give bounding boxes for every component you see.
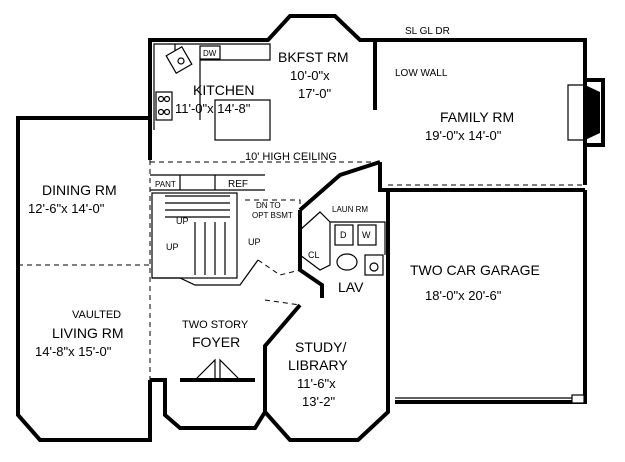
high-ceiling-label: 10' HIGH CEILING	[245, 151, 337, 163]
up-label-2: UP	[166, 242, 179, 252]
dn-to-label: DN TO	[256, 201, 281, 210]
foyer-note: TWO STORY	[182, 319, 249, 331]
garage-dim: 18'-0"x 20'-6"	[425, 288, 502, 303]
kitchen-name: KITCHEN	[193, 82, 254, 98]
study-name1: STUDY/	[295, 339, 346, 355]
dashed-separations	[18, 160, 585, 380]
kitchen-dim: 11'-0"x 14'-8"	[175, 101, 251, 116]
low-wall-label: LOW WALL	[395, 68, 448, 79]
living-name: LIVING RM	[52, 325, 124, 341]
dw-label: DW	[203, 49, 217, 58]
bkfst-dim2: 17'-0"	[298, 86, 332, 101]
laundry-name: LAUN RM	[332, 205, 368, 214]
bkfst-dim1: 10'-0"x	[290, 68, 330, 83]
study-dim2: 13'-2"	[302, 394, 336, 409]
ref-label: REF	[228, 179, 248, 190]
living-note: VAULTED	[72, 309, 121, 321]
foyer-name: FOYER	[192, 334, 240, 350]
lav-name: LAV	[338, 279, 364, 295]
up-label-3: UP	[248, 237, 261, 247]
up-label-1: UP	[176, 216, 189, 226]
family-dim: 19'-0"x 14'-0"	[425, 128, 502, 143]
bkfst-name: BKFST RM	[278, 49, 349, 65]
family-name: FAMILY RM	[440, 109, 514, 125]
closet-label: CL	[308, 250, 320, 260]
study-name2: LIBRARY	[288, 357, 348, 373]
study-dim1: 11'-6"x	[297, 376, 336, 391]
garage-name: TWO CAR GARAGE	[410, 262, 540, 278]
entry-doors	[194, 358, 241, 381]
lav-laundry-fixtures	[334, 224, 384, 276]
dryer-label: D	[340, 230, 347, 240]
living-dim: 14'-8"x 15'-0"	[35, 344, 112, 359]
opt-bsmt-label: OPT BSMT	[252, 211, 293, 220]
sl-gl-dr-label: SL GL DR	[405, 26, 450, 37]
garage-door-end	[571, 394, 585, 404]
dining-dim: 12'-6"x 14'-0"	[28, 201, 105, 216]
washer-label: W	[362, 230, 371, 240]
pant-label: PANT	[155, 180, 176, 189]
exterior-walls	[16, 14, 605, 442]
kitchen-counters	[153, 43, 271, 141]
dining-name: DINING RM	[42, 182, 117, 198]
interior-partitions	[150, 40, 386, 286]
